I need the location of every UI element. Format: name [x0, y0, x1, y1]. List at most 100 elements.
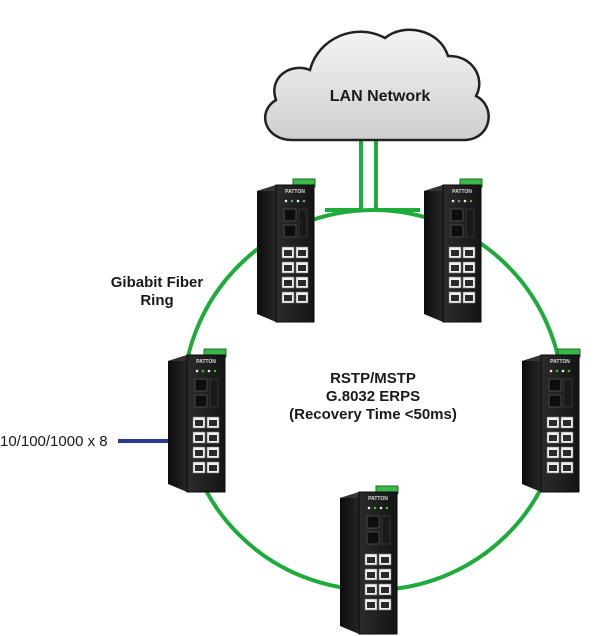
- sfp-port: [283, 208, 297, 222]
- switch-brand: PATTON: [196, 359, 216, 365]
- status-led: [463, 199, 467, 203]
- status-led: [302, 199, 306, 203]
- sfp-port: [366, 531, 380, 545]
- status-led: [555, 369, 559, 373]
- switch-brand: PATTON: [285, 189, 305, 195]
- rj45-port-socket: [367, 602, 375, 608]
- rj45-port-socket: [195, 465, 203, 471]
- sfp-port: [450, 208, 464, 222]
- lan-cloud: LAN Network: [264, 28, 490, 142]
- status-led: [457, 199, 461, 203]
- rj45-port-socket: [195, 450, 203, 456]
- protocol-line2: G.8032 ERPS: [326, 388, 420, 405]
- rj45-port-socket: [298, 250, 306, 256]
- status-led: [207, 369, 211, 373]
- status-led: [567, 369, 571, 373]
- status-led: [367, 506, 371, 510]
- rj45-port-socket: [381, 572, 389, 578]
- switch-brand: PATTON: [452, 189, 472, 195]
- status-led: [290, 199, 294, 203]
- status-led: [296, 199, 300, 203]
- switch-top-left: PATTON: [257, 178, 316, 323]
- rj45-port-socket: [465, 250, 473, 256]
- rj45-port-socket: [209, 435, 217, 441]
- cloud-shape: [264, 28, 490, 142]
- status-led: [561, 369, 565, 373]
- rj45-port-socket: [209, 450, 217, 456]
- rj45-port-socket: [284, 295, 292, 301]
- status-led: [284, 199, 288, 203]
- status-led: [201, 369, 205, 373]
- rj45-port-socket: [367, 587, 375, 593]
- status-led: [549, 369, 553, 373]
- sfp-cage: [465, 208, 475, 238]
- status-led: [451, 199, 455, 203]
- sfp-port: [548, 378, 562, 392]
- switch-left: PATTON: [168, 348, 227, 493]
- uplink-left: [325, 135, 363, 212]
- rj45-port-socket: [298, 295, 306, 301]
- rj45-port-socket: [465, 265, 473, 271]
- status-led: [469, 199, 473, 203]
- rj45-port-socket: [549, 450, 557, 456]
- sfp-cage: [209, 378, 219, 408]
- rj45-port-socket: [195, 420, 203, 426]
- sfp-port: [283, 224, 297, 238]
- sfp-port: [194, 378, 208, 392]
- sfp-cage: [381, 515, 391, 545]
- switch-brand: PATTON: [550, 359, 570, 365]
- switch-side-panel: [257, 185, 276, 322]
- rj45-port-socket: [367, 557, 375, 563]
- rj45-port-socket: [284, 265, 292, 271]
- rj45-port-socket: [549, 465, 557, 471]
- rj45-port-socket: [367, 572, 375, 578]
- rj45-port-socket: [381, 587, 389, 593]
- switch-bottom: PATTON: [340, 485, 399, 635]
- rj45-port-socket: [209, 465, 217, 471]
- rj45-port-socket: [195, 435, 203, 441]
- rj45-port-socket: [451, 265, 459, 271]
- protocol-line1: RSTP/MSTP: [330, 370, 416, 387]
- rj45-port-socket: [563, 435, 571, 441]
- switch-side-panel: [168, 355, 187, 492]
- rj45-port-socket: [563, 465, 571, 471]
- switch-brand: PATTON: [368, 496, 388, 502]
- switch-top-right: PATTON: [424, 178, 483, 323]
- cloud-label: LAN Network: [330, 88, 431, 105]
- rj45-port-socket: [298, 280, 306, 286]
- switch-side-panel: [340, 492, 359, 634]
- status-led: [379, 506, 383, 510]
- rj45-port-socket: [549, 435, 557, 441]
- rj45-port-socket: [381, 602, 389, 608]
- sfp-cage: [563, 378, 573, 408]
- rj45-port-socket: [381, 557, 389, 563]
- rj45-port-socket: [465, 280, 473, 286]
- rj45-port-socket: [563, 450, 571, 456]
- switches-group: PATTON PATTON PATTON PATTON PATTON: [168, 178, 581, 635]
- rj45-port-socket: [209, 420, 217, 426]
- sfp-cage: [298, 208, 308, 238]
- switch-right: PATTON: [522, 348, 581, 493]
- rj45-port-socket: [451, 250, 459, 256]
- sfp-port: [366, 515, 380, 529]
- switch-side-panel: [522, 355, 541, 492]
- rj45-port-socket: [549, 420, 557, 426]
- status-led: [373, 506, 377, 510]
- rj45-port-socket: [451, 280, 459, 286]
- uplink-right: [374, 135, 420, 212]
- switch-front-panel: [186, 354, 226, 493]
- sfp-port: [194, 394, 208, 408]
- status-led: [213, 369, 217, 373]
- switch-side-panel: [424, 185, 443, 322]
- access-link-label: 10/100/1000 x 8: [0, 433, 108, 450]
- sfp-port: [548, 394, 562, 408]
- ring-label-line2: Ring: [140, 292, 173, 309]
- ring-label-line1: Gibabit Fiber: [111, 274, 204, 291]
- status-led: [195, 369, 199, 373]
- rj45-port-socket: [563, 420, 571, 426]
- rj45-port-socket: [284, 280, 292, 286]
- rj45-port-socket: [284, 250, 292, 256]
- rj45-port-socket: [465, 295, 473, 301]
- protocol-line3: (Recovery Time <50ms): [289, 406, 457, 423]
